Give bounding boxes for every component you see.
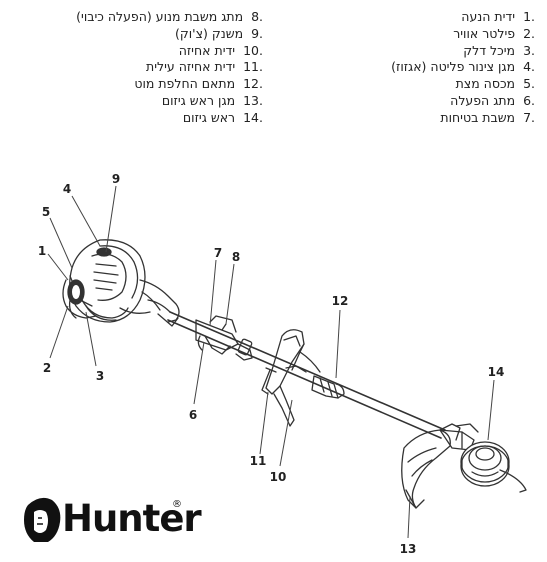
- callout-2: 2: [43, 361, 51, 375]
- legend-number: 3.: [523, 42, 535, 58]
- legend-item-6: 6. מתג הפעלה: [320, 93, 535, 110]
- callout-9: 9: [112, 172, 120, 186]
- shaft: [167, 311, 446, 439]
- legend-label: משנק (צ'וק): [174, 25, 244, 41]
- legend-number: 14.: [243, 109, 263, 125]
- legend-number: 9.: [251, 25, 263, 41]
- legend-number: 12.: [243, 76, 263, 92]
- legend-item-13: 13. מגן ראש גיזום: [28, 93, 263, 110]
- legend-left-column: 8. מתג משבת מנוע (הפעלה כיבוי) 9. משנק (צ'…: [28, 9, 263, 127]
- legend-number: 8.: [251, 9, 263, 24]
- legend-label: ראש גיזום: [182, 109, 236, 125]
- callout-8: 8: [232, 250, 240, 264]
- legend-number: 10.: [243, 42, 263, 58]
- legend-number: 11.: [243, 59, 263, 75]
- legend-number: 2.: [523, 25, 535, 41]
- callout-11: 11: [250, 454, 267, 468]
- legend-label: מתאם החלפת מוט: [134, 76, 236, 92]
- legend-number: 1.: [523, 9, 535, 24]
- brand-name: Hunter: [62, 497, 202, 540]
- legend-number: 5.: [523, 76, 535, 92]
- legend-number: 7.: [523, 109, 535, 125]
- legend-item-9: 9. משנק (צ'וק): [28, 26, 263, 43]
- legend-label: ידית הנעה: [461, 9, 516, 24]
- brand-logo: Hunter ®: [22, 495, 202, 545]
- starter-assembly: [62, 275, 129, 321]
- callout-5: 5: [42, 205, 50, 219]
- callout-6: 6: [189, 408, 197, 422]
- legend-item-8: 8. מתג משבת מנוע (הפעלה כיבוי): [28, 9, 263, 26]
- throttle-assembly: [195, 315, 253, 361]
- callout-7: 7: [214, 246, 222, 260]
- loop-handle: [261, 329, 321, 427]
- legend-number: 6.: [523, 92, 535, 108]
- legend-right-column: 1. ידית הנעה 2. פילטר אוויר 3. מיכל דלק 4. מ…: [320, 9, 535, 127]
- legend-item-12: 12. מתאם החלפת מוט: [28, 76, 263, 93]
- legend-item-4: 4. מגן צינור פליטה (אגזוז): [320, 59, 535, 76]
- legend-label: מתג משבת מנוע (הפעלה כיבוי): [76, 9, 244, 24]
- trimmer-guard: [401, 423, 461, 509]
- callout-leaders: [47, 185, 495, 539]
- callout-1: 1: [38, 244, 46, 258]
- legend-label: מיכל דלק: [463, 42, 516, 58]
- callout-3: 3: [96, 369, 104, 383]
- legend-label: ידית אחיזה: [178, 42, 236, 58]
- legend-item-1: 1. ידית הנעה: [320, 9, 535, 26]
- legend-item-5: 5. מכסה מצת: [320, 76, 535, 93]
- legend-item-3: 3. מיכל דלק: [320, 43, 535, 60]
- legend-item-11: 11. ידית אחיזה עילית: [28, 59, 263, 76]
- engine-body: [69, 239, 180, 327]
- legend-label: ידית אחיזה עילית: [145, 59, 236, 75]
- callout-10: 10: [270, 470, 287, 484]
- legend-item-14: 14. ראש גיזום: [28, 110, 263, 127]
- legend-number: 4.: [523, 59, 535, 75]
- callout-numbers: 1 2 3 4 5 6 7 8 9 10 11 12 13 14: [38, 172, 505, 556]
- legend-label: מתג הפעלה: [450, 92, 516, 108]
- legend-label: מגן צינור פליטה (אגזוז): [391, 59, 516, 75]
- legend-item-10: 10. ידית אחיזה: [28, 43, 263, 60]
- legend-item-2: 2. פילטר אוויר: [320, 26, 535, 43]
- callout-13: 13: [400, 542, 417, 556]
- legend-label: משבת בטיחות: [440, 109, 516, 125]
- legend-label: פילטר אוויר: [453, 25, 516, 41]
- trimmer-head: [439, 423, 527, 493]
- callout-12: 12: [332, 294, 349, 308]
- callout-4: 4: [63, 182, 71, 196]
- legend-label: מגן ראש גיזום: [161, 92, 236, 108]
- brand-emblem-icon: [24, 497, 61, 542]
- callout-14: 14: [488, 365, 505, 379]
- legend-number: 13.: [243, 92, 263, 108]
- registered-mark: ®: [172, 499, 182, 510]
- legend-item-7: 7. משבת בטיחות: [320, 110, 535, 127]
- legend-label: מכסה מצת: [455, 76, 516, 92]
- shaft-coupler: [311, 375, 345, 399]
